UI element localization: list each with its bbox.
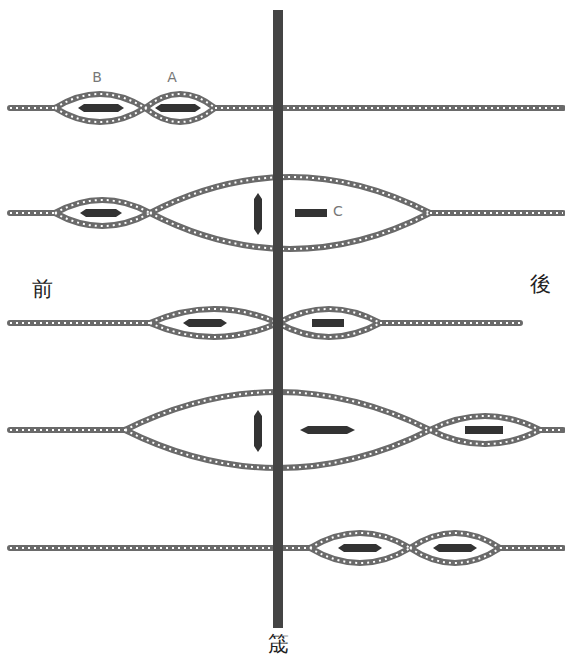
reed-label: 筬 [268, 633, 289, 656]
part-letter: B [92, 70, 102, 85]
direction-label: 後 [530, 273, 551, 296]
reed-bar [273, 10, 283, 628]
thread-twist [10, 94, 563, 563]
direction-label: 前 [32, 278, 53, 301]
part-letter: C [333, 204, 343, 219]
warp-threads [10, 94, 563, 563]
shuttles [78, 104, 503, 552]
part-letter: A [167, 70, 177, 85]
